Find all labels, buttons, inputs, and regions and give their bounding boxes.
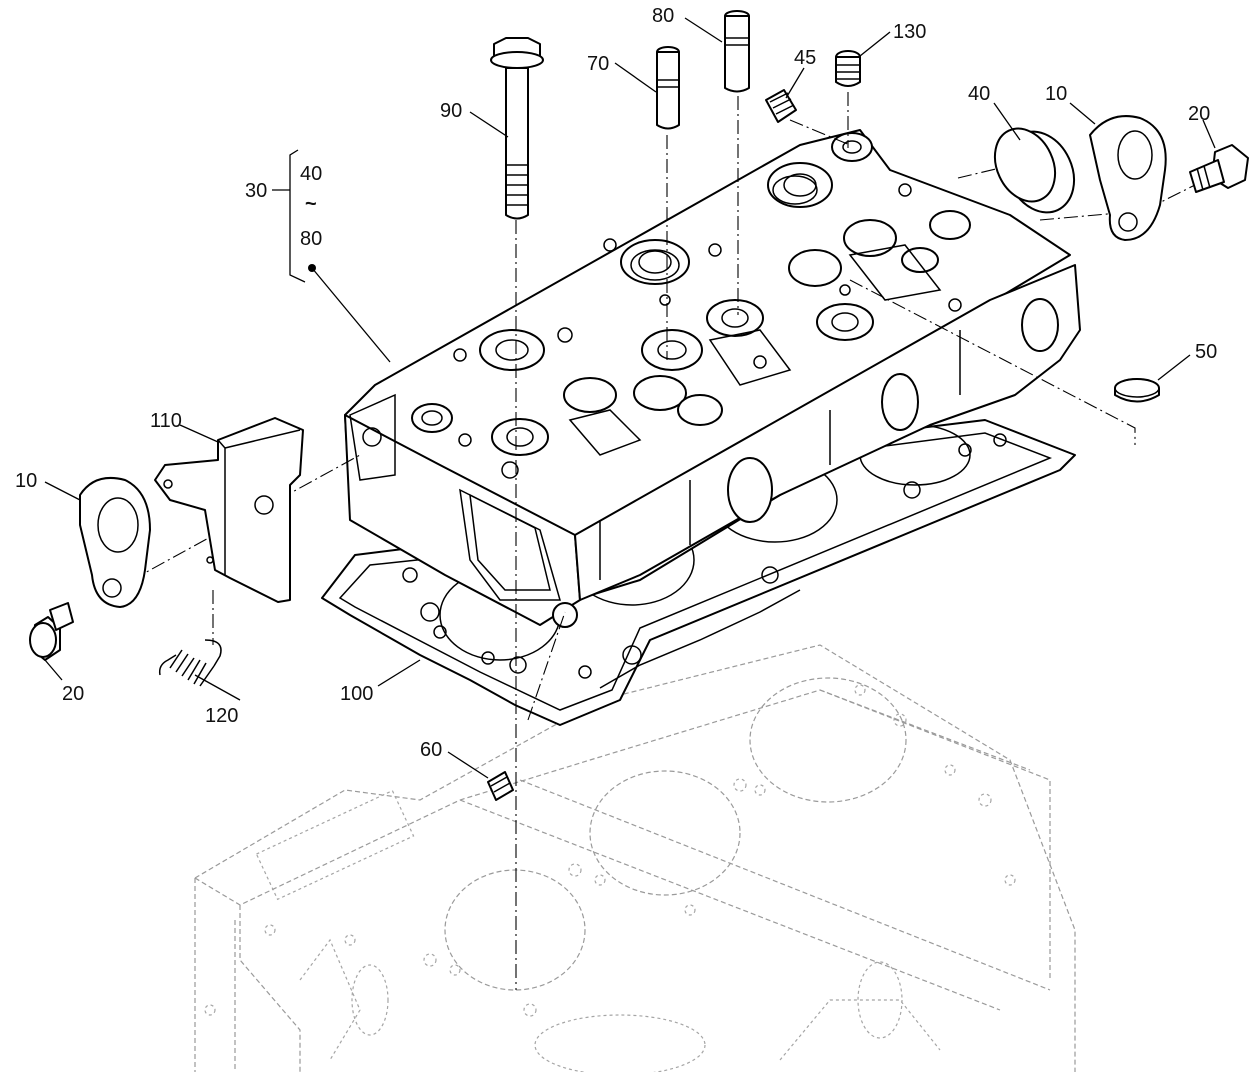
assembly-lines	[109, 92, 1196, 990]
valve-guide-80	[724, 10, 750, 93]
cap-50	[1114, 378, 1160, 403]
callout-10-left: 10	[15, 470, 37, 492]
valve-guide-70	[656, 46, 680, 130]
kit-range-tilde: ~	[305, 193, 317, 215]
set-screw-45	[765, 89, 797, 123]
callout-20-right: 20	[1188, 103, 1210, 125]
callout-120: 120	[205, 705, 238, 727]
callout-110: 110	[150, 410, 182, 432]
callout-labels: 90 70 80 45 130 40 10 20 50 110 10 20 12…	[15, 5, 1217, 761]
bolt-20-left	[29, 602, 74, 661]
spring-120	[158, 639, 222, 687]
bolt-20-right	[1189, 144, 1249, 193]
bracket-110	[154, 417, 304, 603]
callout-45: 45	[794, 47, 816, 69]
head-bolt	[490, 37, 544, 220]
callout-70: 70	[587, 53, 609, 75]
kit-ref-30: 30	[245, 180, 267, 202]
engine-block-phantom	[194, 644, 1076, 1076]
plug-130	[835, 50, 861, 87]
callout-60: 60	[420, 739, 442, 761]
callout-50: 50	[1195, 341, 1217, 363]
callout-leaders	[44, 17, 1216, 779]
callout-90: 90	[440, 100, 462, 122]
callout-80-top: 80	[652, 5, 674, 27]
lifting-eye-right	[1089, 115, 1167, 241]
cap-plug-40	[993, 127, 1076, 214]
cylinder-head	[344, 129, 1081, 628]
set-screw-60	[487, 771, 514, 801]
callout-130: 130	[893, 21, 926, 43]
lifting-eye-left	[79, 476, 151, 608]
callout-20-left: 20	[62, 683, 84, 705]
kit-dot	[308, 264, 316, 272]
callout-100: 100	[340, 683, 373, 705]
callout-40-right: 40	[968, 83, 990, 105]
kit-range-from: 40	[300, 163, 322, 185]
callout-10-right: 10	[1045, 83, 1067, 105]
kit-range-to: 80	[300, 228, 322, 250]
